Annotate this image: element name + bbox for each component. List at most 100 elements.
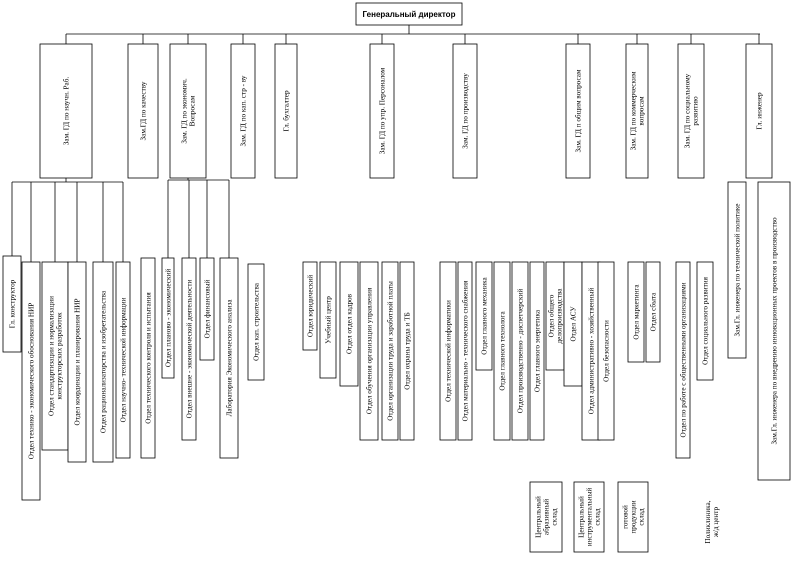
- science-dept-3: Отдел координации и планирования НИР: [67, 261, 87, 463]
- deputy-node-7-label: Зам. ГД п общим вопросам: [575, 69, 583, 152]
- deputy-node-10-label: Гл. инженер: [756, 92, 764, 130]
- deputy-node-3-label: Зам. ГД по кап. стр - ву: [240, 75, 248, 146]
- polyclinic-label: Поликлиника,ж/д центр: [704, 500, 720, 543]
- production-dept-5: Отдел главного энергетика: [529, 261, 545, 441]
- warehouse-2-label: готовойпродукциисклад: [621, 500, 645, 533]
- deputy-node-10: Гл. инженер: [745, 43, 773, 179]
- engineer-dept-1-label: Зам.Гл. инженера по внедрению инновацион…: [771, 217, 779, 445]
- general-dept-0: Отдел общегоделопроизводства: [545, 261, 565, 371]
- science-dept-2: Отдел стандартизации и нормализацииконст…: [41, 261, 69, 451]
- deputy-node-2-label: Зам. ГД по экономич.Вопросам: [180, 78, 196, 144]
- construction-dept-0: Отдел кап. строительства: [247, 263, 265, 381]
- personnel-dept-5-label: Отдел охраны труда и ТБ: [404, 312, 412, 389]
- social-dept-1: Отдел социального развития: [696, 261, 714, 381]
- production-dept-1-label: Отдел материально - технического снабжен…: [462, 280, 470, 421]
- personnel-dept-0: Отдел юридический: [302, 261, 318, 351]
- deputy-node-6-label: Зам. ГД по производству: [462, 73, 470, 149]
- general-dept-2: Отдел административно - хозяйственный: [581, 261, 601, 441]
- science-dept-1-label: Отдел технико - экономического обоснован…: [28, 303, 36, 460]
- personnel-dept-5: Отдел охраны труда и ТБ: [399, 261, 415, 441]
- economics-dept-0-label: Отдел планово - экономический: [165, 269, 173, 367]
- science-dept-2-label: Отдел стандартизации и нормализацииконст…: [47, 296, 63, 416]
- personnel-dept-3-label: Отдел обучения организации управления: [366, 287, 374, 414]
- commercial-dept-1: Отдел сбыта: [645, 261, 661, 363]
- deputy-node-0: Зам. ГД по научн. Раб.: [39, 43, 93, 179]
- economics-dept-3: Лаборатория Экономического анализа: [219, 257, 239, 459]
- general-dept-3-label: Отдел безопасности: [603, 320, 611, 382]
- personnel-dept-1-label: Учебный центр: [325, 296, 333, 344]
- science-dept-5: Отдел научно- технической информации: [115, 261, 131, 459]
- quality-dept-0: Отдел технического контроля и испытания: [140, 257, 156, 459]
- commercial-dept-0-label: Отдел маркетинга: [633, 284, 641, 340]
- engineer-dept-0-label: Зам.Гл. инженера по технической политике: [734, 204, 742, 337]
- economics-dept-1-label: Отдел внешне - экономической деятельност…: [186, 280, 194, 419]
- general-dept-1-label: Отдел АСУ: [570, 306, 578, 342]
- science-dept-1: Отдел технико - экономического обоснован…: [21, 261, 41, 501]
- production-dept-3: Отдел главного технолога: [493, 261, 511, 441]
- deputy-node-9-label: Зам. ГД по социальномуразвитию: [683, 73, 699, 148]
- deputy-node-5: Зам. ГД по упр. Персоналом: [369, 43, 395, 179]
- warehouse-1: Центральныйинструментальныйсклад: [573, 481, 605, 553]
- deputy-node-0-label: Зам. ГД по научн. Раб.: [63, 77, 71, 146]
- science-dept-5-label: Отдел научно- технической информации: [120, 298, 128, 423]
- production-dept-2-label: Отдел главного механика: [481, 276, 489, 354]
- production-dept-3-label: Отдел главного технолога: [499, 311, 507, 391]
- deputy-node-8-label: Зам. ГД по коммерческимвопросам: [629, 71, 645, 150]
- personnel-dept-4-label: Отдел организации труда и заработной пла…: [387, 281, 395, 421]
- science-dept-0: Гл. конструктор: [2, 255, 22, 353]
- engineer-dept-1: Зам.Гл. инженера по внедрению инновацион…: [757, 181, 791, 481]
- personnel-dept-0-label: Отдел юридический: [307, 275, 315, 337]
- deputy-node-1-label: Зам.ГД по качеству: [140, 81, 148, 140]
- deputy-node-3: Зам. ГД по кап. стр - ву: [230, 43, 256, 179]
- economics-dept-2: Отдел финансовый: [199, 257, 215, 361]
- warehouse-1-label: Центральныйинструментальныйсклад: [577, 488, 601, 547]
- production-dept-2: Отдел главного механика: [475, 261, 493, 371]
- general-dept-3: Отдел безопасности: [597, 261, 615, 441]
- general-dept-0-label: Отдел общегоделопроизводства: [547, 288, 563, 344]
- deputy-node-4-label: Гл. бухгалтер: [283, 90, 291, 131]
- warehouse-2: готовойпродукциисклад: [617, 481, 649, 553]
- production-dept-5-label: Отдел главного энергетика: [534, 309, 542, 392]
- general-dept-1: Отдел АСУ: [563, 261, 583, 387]
- science-dept-4: Отдел рационализаторства и изобретательс…: [92, 261, 114, 463]
- economics-dept-2-label: Отдел финансовый: [204, 279, 212, 338]
- deputy-node-2: Зам. ГД по экономич.Вопросам: [169, 43, 207, 179]
- production-dept-4-label: Отдел производственно - диспетчерский: [517, 289, 525, 414]
- connectors-layer: [11, 34, 760, 262]
- economics-dept-0: Отдел планово - экономический: [161, 257, 175, 379]
- warehouse-0: Центральныйабразивныйсклад: [529, 481, 563, 553]
- director-node: Генеральный директор: [355, 2, 463, 26]
- science-dept-0-label: Гл. конструктор: [9, 279, 17, 328]
- deputy-node-7: Зам. ГД п общим вопросам: [565, 43, 591, 179]
- departments-layer: Гл. конструктор Отдел технико - экономиче…: [2, 181, 791, 553]
- production-dept-1: Отдел материально - технического снабжен…: [457, 261, 473, 441]
- deputy-node-4: Гл. бухгалтер: [274, 43, 298, 179]
- production-dept-0-label: Отдел технической информатики: [445, 300, 453, 402]
- science-dept-3-label: Отдел координации и планирования НИР: [74, 299, 82, 426]
- social-dept-1-label: Отдел социального развития: [702, 276, 710, 365]
- personnel-dept-4: Отдел организации труда и заработной пла…: [381, 261, 399, 441]
- deputy-node-1: Зам.ГД по качеству: [127, 43, 159, 179]
- quality-dept-0-label: Отдел технического контроля и испытания: [145, 292, 153, 424]
- production-dept-0: Отдел технической информатики: [439, 261, 457, 441]
- personnel-dept-1: Учебный центр: [319, 261, 337, 379]
- commercial-dept-1-label: Отдел сбыта: [650, 292, 658, 331]
- director-label: Генеральный директор: [363, 10, 456, 19]
- personnel-dept-2-label: Отдел отдел кадров: [346, 293, 354, 354]
- engineer-dept-0: Зам.Гл. инженера по технической политике: [727, 181, 747, 359]
- social-dept-0: Отдел по работе с общественными организа…: [675, 261, 691, 459]
- social-dept-0-label: Отдел по работе с общественными организа…: [680, 282, 688, 437]
- deputies-layer: Зам. ГД по научн. Раб. Зам.ГД по качеству…: [39, 43, 773, 179]
- deputy-node-5-label: Зам. ГД по упр. Персоналом: [379, 67, 387, 154]
- construction-dept-0-label: Отдел кап. строительства: [253, 282, 261, 361]
- science-dept-4-label: Отдел рационализаторства и изобретательс…: [100, 290, 108, 433]
- deputy-node-6: Зам. ГД по производству: [452, 43, 478, 179]
- deputy-node-8: Зам. ГД по коммерческимвопросам: [625, 43, 649, 179]
- production-dept-4: Отдел производственно - диспетчерский: [511, 261, 529, 441]
- personnel-dept-2: Отдел отдел кадров: [339, 261, 359, 387]
- personnel-dept-3: Отдел обучения организации управления: [359, 261, 379, 441]
- general-dept-2-label: Отдел административно - хозяйственный: [588, 288, 596, 415]
- warehouse-0-label: Центральныйабразивныйсклад: [534, 496, 558, 538]
- commercial-dept-0: Отдел маркетинга: [627, 261, 645, 363]
